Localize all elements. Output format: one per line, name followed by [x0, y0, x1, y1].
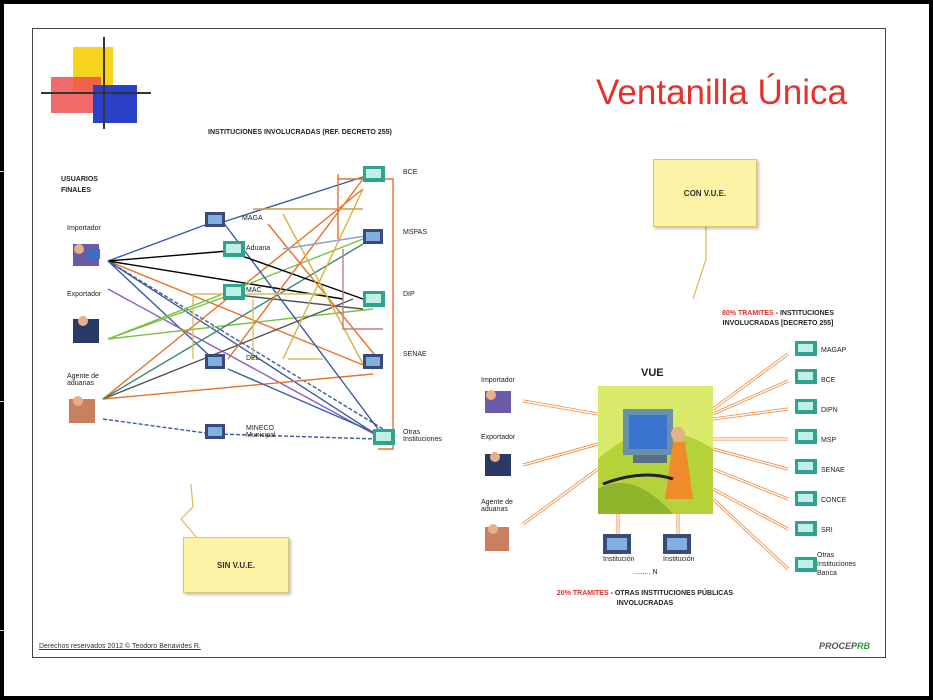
- bottom-dots: ......... N: [633, 569, 658, 576]
- user-label-importador: Importador: [67, 225, 101, 232]
- connections-diagram: [69, 166, 817, 572]
- logo-accent: RB: [857, 641, 871, 651]
- user-label-agente: Agente de aduanas: [67, 373, 99, 387]
- institution-icons-left: [205, 166, 395, 445]
- vue-label: VUE: [641, 367, 664, 379]
- institution-icons-right: [795, 341, 817, 572]
- middle-label-maga: MAGA: [242, 215, 263, 222]
- top-caption-text: - INSTITUCIONES INVOLUCRADAS [DECRETO 25…: [722, 310, 834, 327]
- right-label-bce: BCE: [403, 169, 418, 176]
- middle-label-mineco: MINECO Municipal: [246, 425, 276, 439]
- bottom-box-label-1: Institución: [663, 556, 695, 563]
- right-label-otras: Otras Instituciones: [403, 429, 442, 443]
- bottom-caption-percent: 20% TRAMITES: [556, 590, 609, 597]
- inst-label-7: Otras Instituciones Banca: [817, 552, 856, 577]
- user-label-exportador: Exportador: [67, 291, 102, 298]
- middle-label-aduana: Aduana: [246, 245, 271, 252]
- copyright-footer: Derechos reservados 2012 © Teodoro Benav…: [39, 643, 201, 650]
- right-label-mspas: MSPAS: [403, 229, 427, 236]
- bottom-caption-text: - OTRAS INSTITUCIONES PÚBLICAS INVOLUCRA…: [608, 590, 734, 607]
- slide-title: Ventanilla Única: [596, 73, 847, 112]
- bottom-caption: 20% TRAMITES - OTRAS INSTITUCIONES PÚBLI…: [555, 589, 735, 609]
- vue-user-agente: Agente de aduanas: [481, 499, 513, 513]
- inst-label-6: SRI: [821, 527, 833, 534]
- right-label-senae: SENAE: [403, 351, 427, 358]
- company-logo: PROCEPRB: [819, 641, 870, 651]
- inst-label-2: DIPN: [821, 407, 838, 414]
- user-icons-left: [69, 244, 100, 423]
- inst-label-3: MSP: [821, 437, 837, 444]
- vue-illustration: [598, 386, 713, 514]
- con-vue-note: CON V.U.E.: [653, 159, 757, 227]
- middle-label-del: DEL: [246, 355, 260, 362]
- instituciones-header: INSTITUCIONES INVOLUCRADAS (REF. DECRETO…: [208, 129, 392, 136]
- inst-label-1: BCE: [821, 377, 836, 384]
- right-label-dip: DIP: [403, 291, 415, 298]
- logo-main: PROCEP: [819, 641, 858, 651]
- sin-vue-note: SIN V.U.E.: [183, 537, 289, 593]
- top-caption: 80% TRAMITES - INSTITUCIONES INVOLUCRADA…: [693, 309, 863, 329]
- users-header: USUARIOS FINALES: [61, 176, 98, 194]
- inst-label-0: MAGAP: [821, 347, 847, 354]
- vue-user-importador: Importador: [481, 377, 515, 384]
- bottom-box-label-0: Institución: [603, 556, 635, 563]
- user-icons-right: [485, 390, 511, 551]
- slide: Ventanilla Única: [32, 28, 886, 658]
- top-caption-percent: 80% TRAMITES: [721, 310, 774, 317]
- inst-label-5: CONCE: [821, 497, 847, 504]
- vue-user-exportador: Exportador: [481, 434, 516, 441]
- corner-decoration: [41, 37, 151, 129]
- middle-label-mac: MAC: [246, 287, 262, 294]
- bottom-institution-icons: [603, 534, 691, 554]
- inst-label-4: SENAE: [821, 467, 845, 474]
